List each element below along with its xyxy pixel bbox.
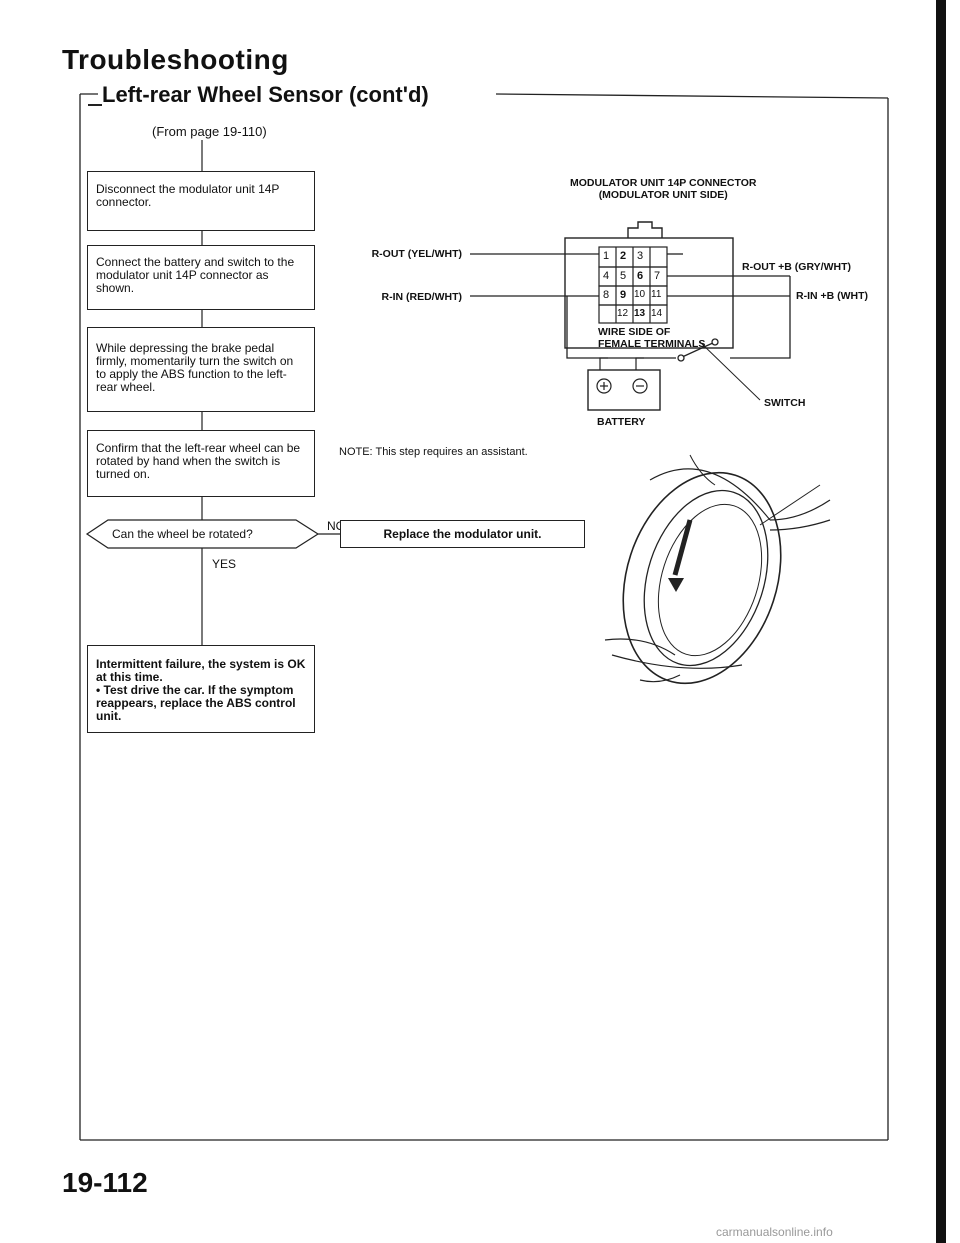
decision-yes-label: YES [212, 557, 237, 571]
connector-title-line-2: (MODULATOR UNIT SIDE) [598, 189, 728, 201]
step-confirm-rotation: Confirm that the left-rear wheel can be … [87, 430, 315, 497]
label-rout-left: R-OUT (YEL/WHT) [371, 248, 462, 260]
page-title: Troubleshooting [62, 44, 289, 75]
pin-9: 9 [620, 289, 627, 301]
from-reference: (From page 19-110) [152, 124, 267, 139]
pin-1: 1 [603, 250, 610, 262]
battery-label: BATTERY [597, 416, 646, 428]
pin-8: 8 [603, 289, 610, 301]
label-rin-right: R-IN +B (WHT) [796, 290, 869, 302]
page-subtitle: Left-rear Wheel Sensor (cont'd) [102, 82, 429, 107]
pin-numbers: 1 2 3 4 5 6 7 8 9 10 11 12 13 14 [599, 247, 667, 323]
title-rule [88, 104, 102, 106]
pin-4: 4 [603, 270, 610, 282]
pin-3: 3 [637, 250, 644, 262]
step-disconnect: Disconnect the modulator unit 14P connec… [87, 171, 315, 231]
watermark: carmanualsonline.info [716, 1225, 833, 1239]
pin-14: 14 [651, 308, 663, 319]
pin-2: 2 [620, 250, 627, 262]
connector-title: MODULATOR UNIT 14P CONNECTOR (MODULATOR … [570, 177, 757, 201]
pin-11: 11 [651, 289, 662, 300]
pin-6: 6 [637, 270, 644, 282]
switch-label: SWITCH [764, 397, 806, 409]
step-apply-abs: While depressing the brake pedal firmly,… [87, 327, 315, 412]
decision-question: Can the wheel be rotated? [112, 527, 253, 541]
label-rin-left: R-IN (RED/WHT) [381, 291, 462, 303]
result-line-2: • Test drive the car. If the symptom rea… [96, 683, 296, 723]
pin-10: 10 [634, 289, 646, 300]
result-box: Intermittent failure, the system is OK a… [87, 645, 315, 733]
action-replace-modulator: Replace the modulator unit. [340, 520, 585, 548]
label-rout-right: R-OUT +B (GRY/WHT) [742, 261, 851, 273]
connector-housing [564, 237, 734, 349]
wire-side-line-2: FEMALE TERMINALS [598, 338, 706, 350]
pin-12: 12 [617, 308, 629, 319]
assistant-note: NOTE: This step requires an assistant. [339, 446, 528, 458]
pin-13: 13 [634, 308, 646, 319]
step-connect-battery: Connect the battery and switch to the mo… [87, 245, 315, 310]
battery-shape [587, 369, 661, 411]
pin-7: 7 [654, 270, 661, 282]
edge-bar [936, 0, 946, 1243]
result-line-1: Intermittent failure, the system is OK a… [96, 657, 306, 684]
pin-5: 5 [620, 270, 627, 282]
wheel-illustration [604, 454, 831, 685]
wire-side-line-1: WIRE SIDE OF [598, 326, 671, 338]
wire-side-label: WIRE SIDE OF FEMALE TERMINALS [598, 326, 705, 350]
connector-title-line-1: MODULATOR UNIT 14P CONNECTOR [570, 177, 757, 189]
page-number: 19-112 [62, 1167, 148, 1198]
